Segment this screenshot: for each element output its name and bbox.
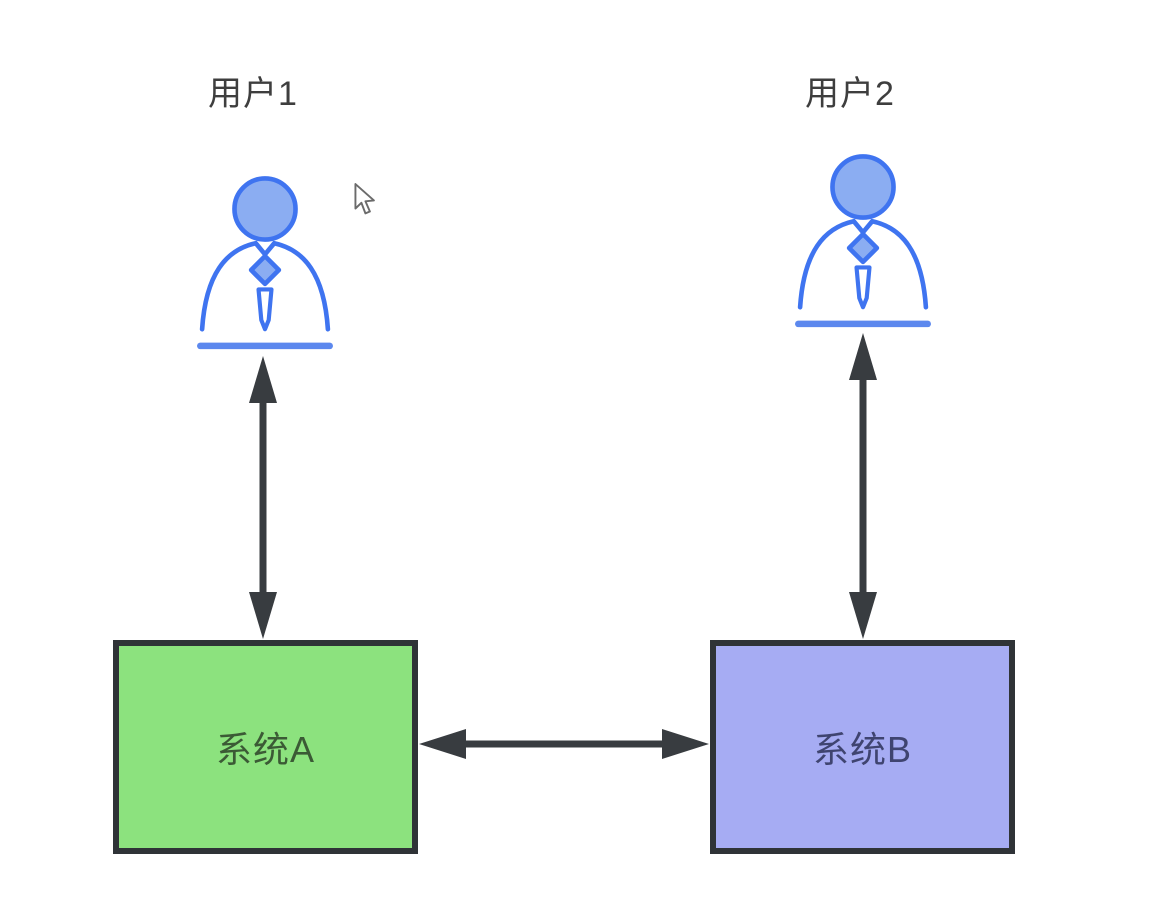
arrowhead-right: [662, 729, 709, 759]
system-a-box: 系统A: [113, 640, 418, 854]
person-tie-knot: [846, 231, 880, 265]
system-b-label: 系统B: [812, 729, 912, 770]
arrowhead-down: [849, 592, 877, 639]
person-tie: [854, 265, 872, 310]
user2-label: 用户2: [805, 75, 895, 113]
arrow-systemA-systemB: [419, 729, 709, 759]
mouse-pointer-icon: [354, 183, 375, 215]
arrow-user2-systemB: [849, 333, 877, 639]
person-head: [830, 154, 896, 220]
system-a-label: 系统A: [215, 729, 315, 770]
person-tie-knot: [248, 253, 282, 287]
person-tie: [256, 287, 274, 332]
arrowhead-left: [419, 729, 466, 759]
user1-person-icon: [197, 176, 333, 350]
system-b-box: 系统B: [710, 640, 1015, 854]
arrowhead-down: [249, 592, 277, 639]
arrow-user1-systemA: [249, 356, 277, 639]
user2-person-icon: [795, 154, 931, 328]
user1-label: 用户1: [208, 75, 298, 113]
arrowhead-up: [249, 356, 277, 403]
person-head: [232, 176, 298, 242]
arrowhead-up: [849, 333, 877, 380]
